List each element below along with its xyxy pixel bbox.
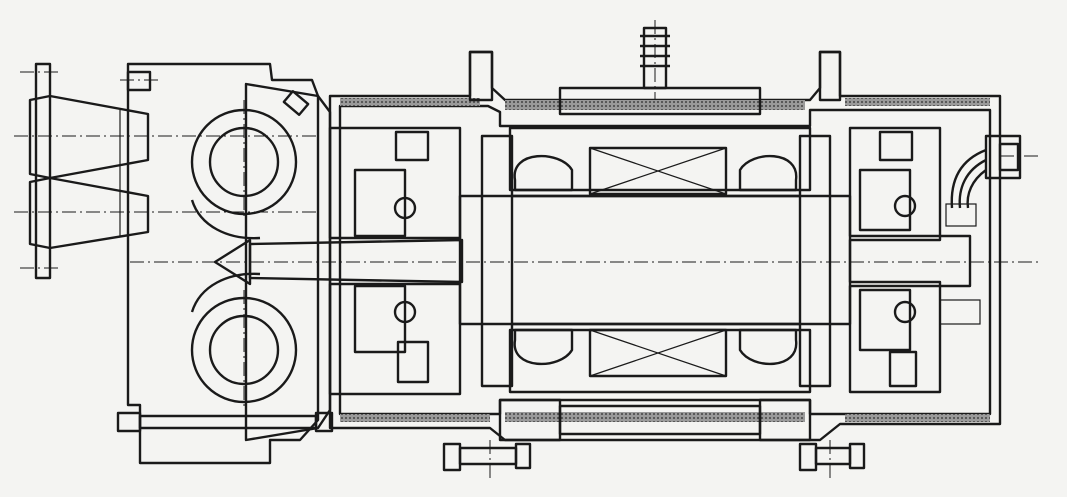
end-windings [513, 154, 798, 366]
tie-bolt [116, 411, 334, 433]
inlet-nozzles [28, 94, 150, 250]
cooling-jacket [558, 86, 762, 436]
rotor [458, 134, 852, 388]
right-bearing-assembly [848, 126, 981, 394]
stator [508, 126, 812, 394]
shaft [248, 234, 972, 288]
plug-bolt [126, 70, 152, 92]
motor-housing [328, 50, 1002, 442]
mounting-lugs [468, 50, 842, 442]
foot-bolts [442, 442, 866, 472]
pump-casing [126, 62, 332, 465]
centerlines [14, 20, 1040, 480]
cable-gland [950, 134, 1022, 209]
insulation-bands [340, 98, 990, 422]
left-bearing-assembly [328, 126, 462, 396]
gland-bolt [282, 90, 310, 116]
